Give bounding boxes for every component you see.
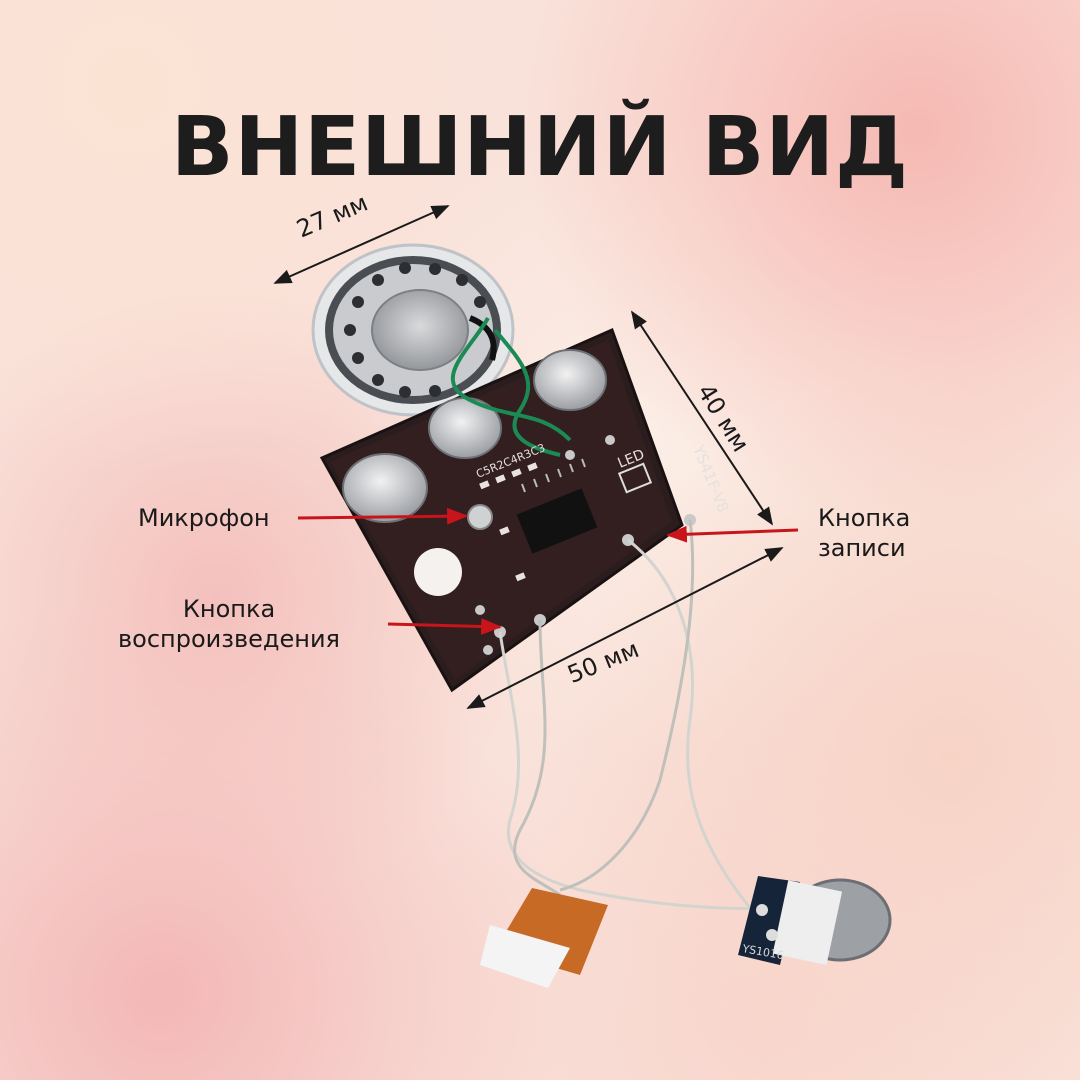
record-label-line-1: Кнопка [818, 504, 911, 532]
dimension-arrow-27 [273, 205, 450, 284]
dimension-arrow-40 [631, 310, 773, 526]
play-label-line-1: Кнопка [182, 595, 276, 623]
record-button-arrow [665, 525, 799, 543]
circuit-board [319, 327, 696, 693]
record-label-line-2: записи [818, 534, 906, 562]
play-label-line-2: воспроизведения [118, 625, 340, 653]
flex-sensor [480, 888, 608, 988]
play-button-arrow [387, 618, 503, 635]
play-button-label: Кнопка воспроизведения [118, 594, 340, 654]
record-button-label: Кнопка записи [818, 503, 910, 563]
light-sensor [738, 876, 892, 965]
microphone-arrow [297, 507, 469, 525]
microphone-label: Микрофон [138, 504, 270, 532]
page-title: ВНЕШНИЙ ВИД [170, 100, 910, 195]
dimension-arrow-50 [466, 547, 784, 709]
